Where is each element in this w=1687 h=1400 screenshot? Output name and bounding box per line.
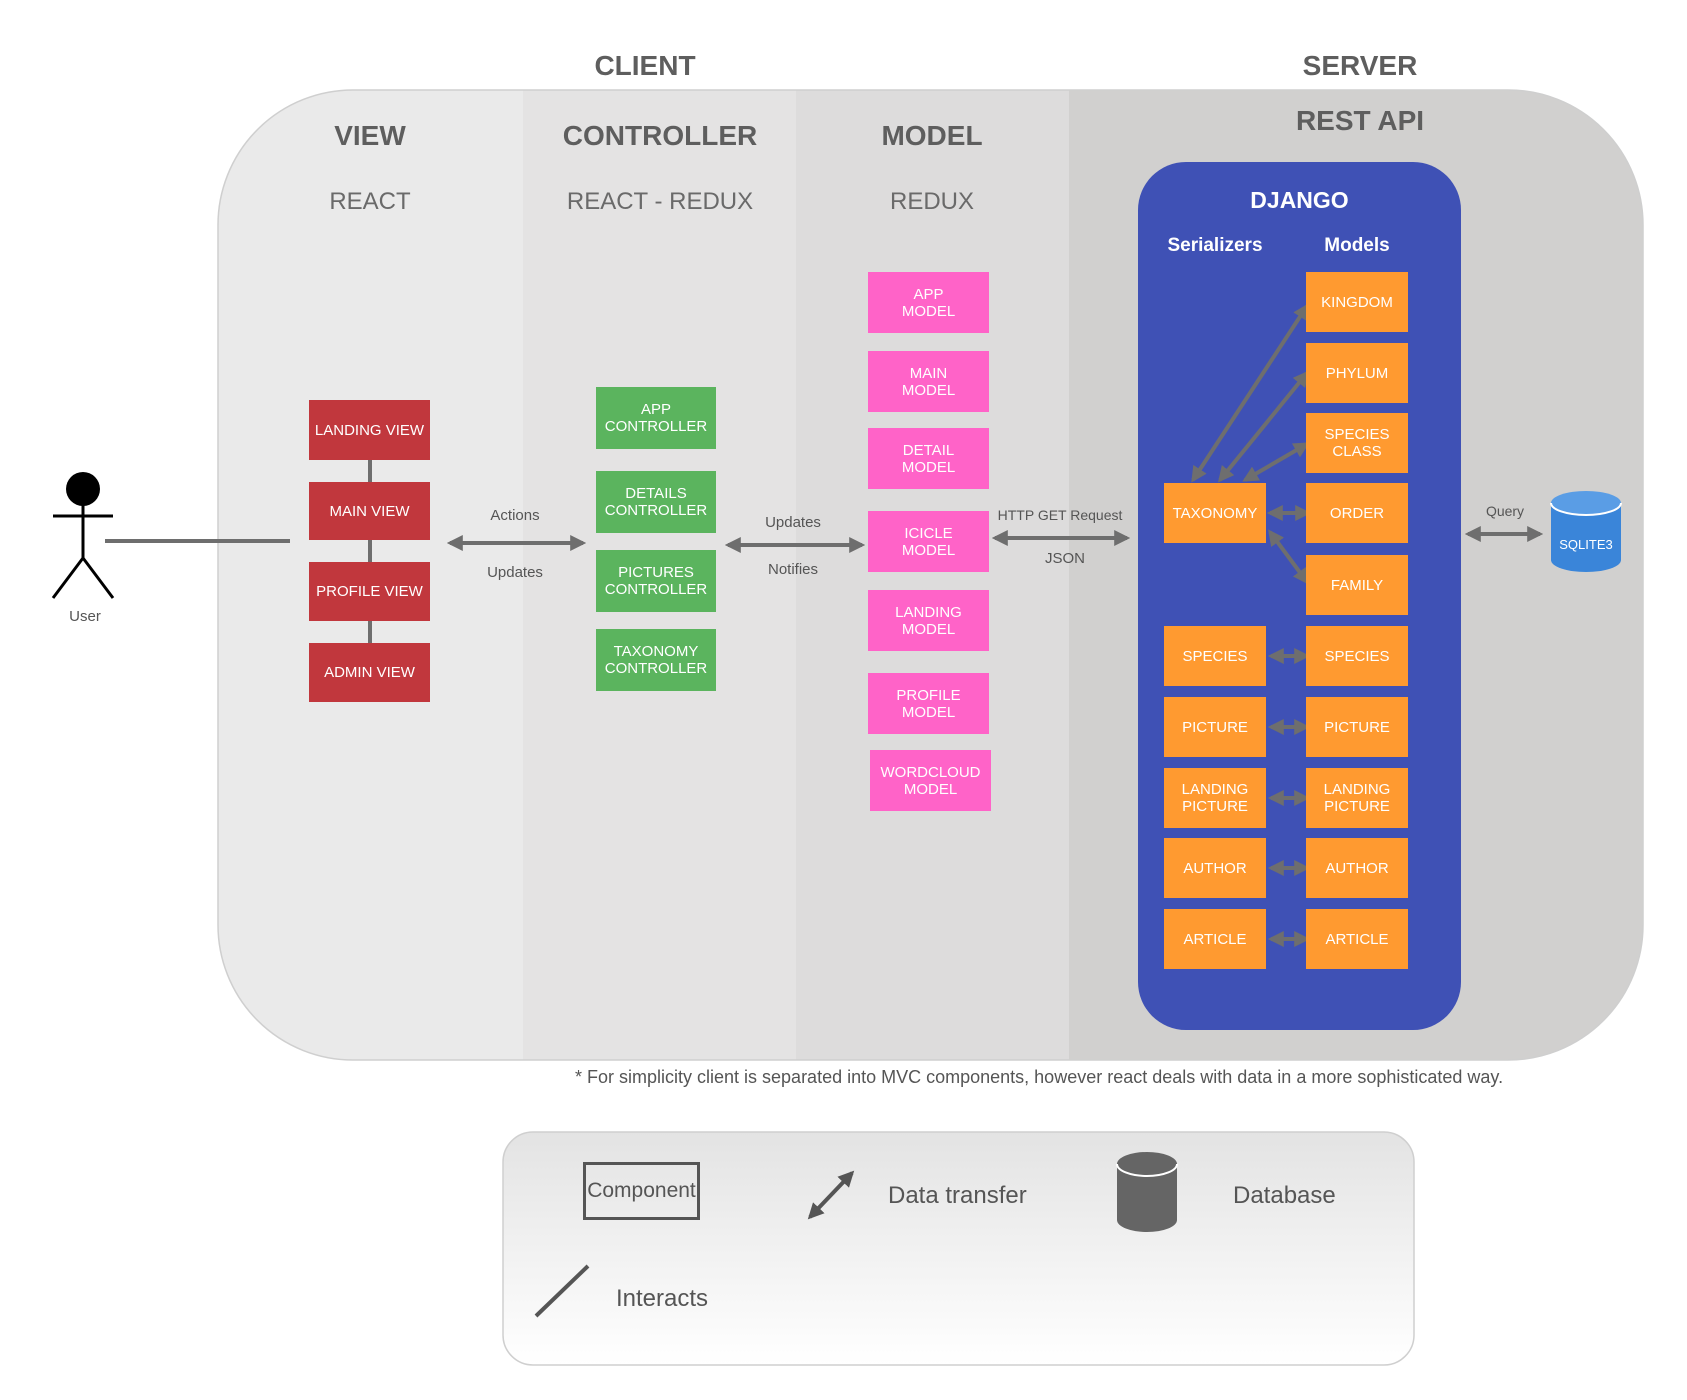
sqlite-database-icon <box>1550 491 1622 572</box>
legend-interacts-label: Interacts <box>616 1285 709 1312</box>
server-header: SERVER <box>1302 50 1418 81</box>
view-title: VIEW <box>334 120 406 151</box>
serializer-box-landing-picture: LANDING PICTURE <box>1164 768 1266 828</box>
django-title: DJANGO <box>1250 187 1349 213</box>
serializer-box-author: AUTHOR <box>1164 838 1266 898</box>
user-label: User <box>69 608 101 625</box>
controller-title: CONTROLLER <box>562 120 758 151</box>
model-box-landing: LANDING MODEL <box>868 590 989 651</box>
legend-data-transfer-icon <box>807 1170 855 1220</box>
model-box-landing-picture: LANDING PICTURE <box>1306 768 1408 828</box>
rest-api-title: REST API <box>1295 105 1425 136</box>
footnote: * For simplicity client is separated int… <box>575 1067 1504 1087</box>
legend-data-transfer-label: Data transfer <box>888 1182 1027 1209</box>
models-label: Models <box>1324 235 1390 256</box>
serializer-box-picture: PICTURE <box>1164 697 1266 757</box>
model-column-bg <box>796 90 1069 1060</box>
legend-panel <box>502 1131 1415 1366</box>
model-box-article: ARTICLE <box>1306 909 1408 969</box>
legend-database-icon <box>1116 1152 1178 1232</box>
model-box-picture: PICTURE <box>1306 697 1408 757</box>
serializer-box-article: ARTICLE <box>1164 909 1266 969</box>
model-box-main: MAIN MODEL <box>868 351 989 412</box>
view-box-admin: ADMIN VIEW <box>309 643 430 702</box>
legend-database-label: Database <box>1233 1182 1336 1209</box>
legend-interacts-icon <box>534 1264 590 1318</box>
updates-label-2: Updates <box>765 514 821 531</box>
model-box-profile: PROFILE MODEL <box>868 673 989 734</box>
sqlite-label: SQLITE3 <box>1559 537 1613 552</box>
model-box-kingdom: KINGDOM <box>1306 272 1408 332</box>
client-header: CLIENT <box>594 50 696 81</box>
model-box-icicle: ICICLE MODEL <box>868 511 989 572</box>
notifies-label: Notifies <box>767 561 819 578</box>
query-label: Query <box>1485 503 1525 519</box>
model-box-species-class: SPECIES CLASS <box>1306 413 1408 473</box>
view-box-landing: LANDING VIEW <box>309 400 430 460</box>
updates-label-1: Updates <box>487 564 543 581</box>
json-label: JSON <box>1044 550 1085 567</box>
serializers-label: Serializers <box>1167 235 1263 256</box>
model-box-detail: DETAIL MODEL <box>868 428 989 489</box>
serializer-box-species: SPECIES <box>1164 626 1266 686</box>
view-box-profile: PROFILE VIEW <box>309 562 430 621</box>
model-title: MODEL <box>881 120 983 151</box>
model-box-species: SPECIES <box>1306 626 1408 686</box>
model-box-app: APP MODEL <box>868 272 989 333</box>
model-box-order: ORDER <box>1306 483 1408 543</box>
http-get-label: HTTP GET Request <box>997 507 1123 523</box>
view-box-main: MAIN VIEW <box>309 482 430 540</box>
controller-box-details: DETAILS CONTROLLER <box>596 471 716 533</box>
controller-box-taxonomy: TAXONOMY CONTROLLER <box>596 629 716 691</box>
user-actor-icon <box>51 472 115 599</box>
controller-tech: REACT - REDUX <box>566 188 754 215</box>
model-tech: REDUX <box>889 188 974 215</box>
actions-label: Actions <box>490 507 540 524</box>
model-box-wordcloud: WORDCLOUD MODEL <box>870 750 991 811</box>
serializer-box-taxonomy: TAXONOMY <box>1164 483 1266 543</box>
controller-box-app: APP CONTROLLER <box>596 387 716 449</box>
model-box-family: FAMILY <box>1306 555 1408 615</box>
controller-box-pictures: PICTURES CONTROLLER <box>596 550 716 612</box>
model-box-author: AUTHOR <box>1306 838 1408 898</box>
legend-component-sample: Component <box>583 1162 700 1220</box>
view-tech: REACT <box>329 188 411 215</box>
model-box-phylum: PHYLUM <box>1306 343 1408 403</box>
